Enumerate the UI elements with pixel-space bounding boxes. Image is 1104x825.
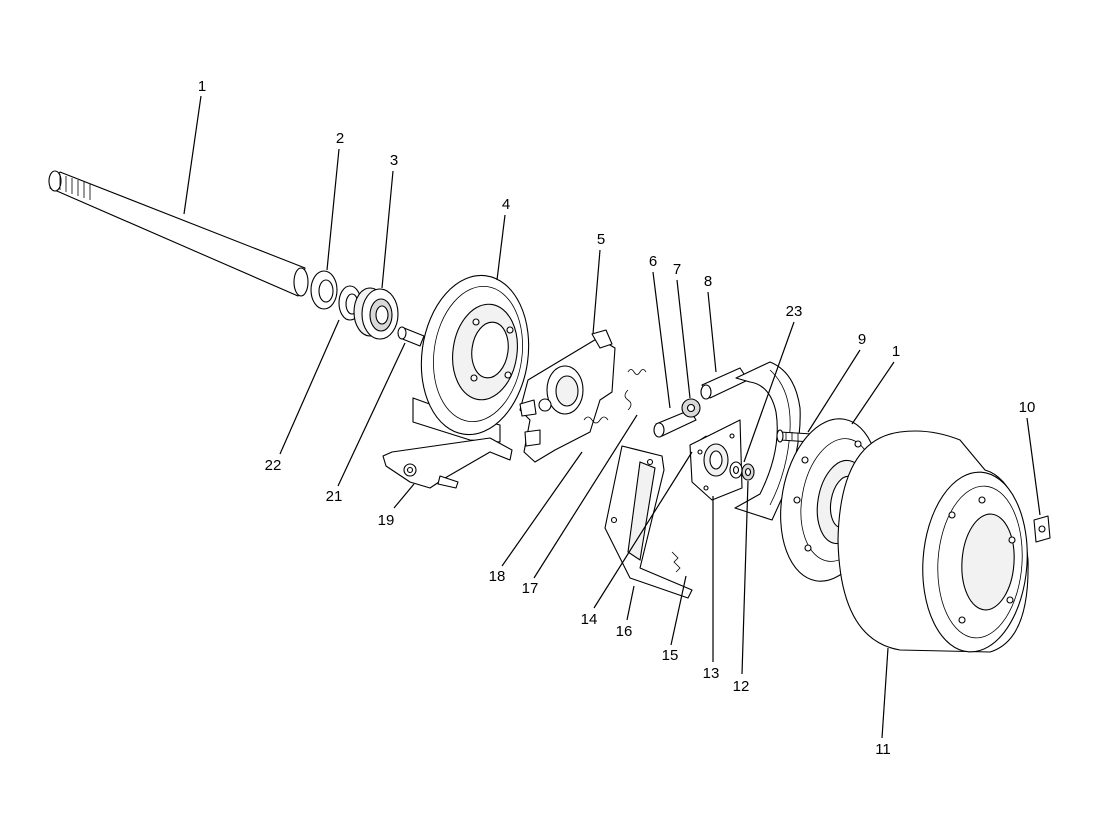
- callout-23: 23: [786, 303, 803, 320]
- adjuster-gear: [681, 398, 701, 418]
- callout-21: 21: [326, 488, 343, 505]
- mounting-plate: [689, 419, 743, 501]
- hex-nut: [741, 463, 755, 481]
- callout-19: 19: [378, 512, 395, 529]
- actuator-cylinder: [700, 367, 749, 400]
- brake-assembly: [734, 361, 801, 521]
- callout-12: 12: [733, 678, 750, 695]
- lug-nut: [1033, 515, 1051, 543]
- callout-4: 4: [502, 196, 510, 213]
- callout-1-shaft: 1: [198, 78, 206, 95]
- callout-5: 5: [597, 231, 605, 248]
- callout-8: 8: [704, 273, 712, 290]
- callout-6: 6: [649, 253, 657, 270]
- callout-14: 14: [581, 611, 598, 628]
- adjuster-pin: [653, 409, 697, 438]
- callout-10: 10: [1019, 399, 1036, 416]
- callout-2: 2: [336, 130, 344, 147]
- leader-lines: [183, 95, 1041, 739]
- callout-9: 9: [858, 331, 866, 348]
- brake-lever: [382, 437, 513, 489]
- bearing: [353, 287, 399, 340]
- callout-13: 13: [703, 665, 720, 682]
- washer: [729, 461, 743, 479]
- axle-shaft: [48, 170, 309, 297]
- pin: [397, 326, 425, 347]
- seal: [310, 270, 338, 310]
- callout-16: 16: [616, 623, 633, 640]
- brake-drum: [837, 430, 1029, 653]
- brake-bracket: [519, 329, 616, 463]
- callout-11: 11: [875, 741, 891, 758]
- callout-17: 17: [522, 580, 539, 597]
- callout-18: 18: [489, 568, 506, 585]
- return-springs: [538, 369, 647, 424]
- callout-3: 3: [390, 152, 398, 169]
- callout-1-hub: 1: [892, 343, 900, 360]
- callout-15: 15: [662, 647, 679, 664]
- backing-plate: [412, 274, 530, 443]
- callout-22: 22: [265, 457, 282, 474]
- callout-labels: 1 2 3 4 5 6 7 8 23 9 1 10 22 21 19 18 17…: [198, 78, 1036, 758]
- callout-7: 7: [673, 261, 681, 278]
